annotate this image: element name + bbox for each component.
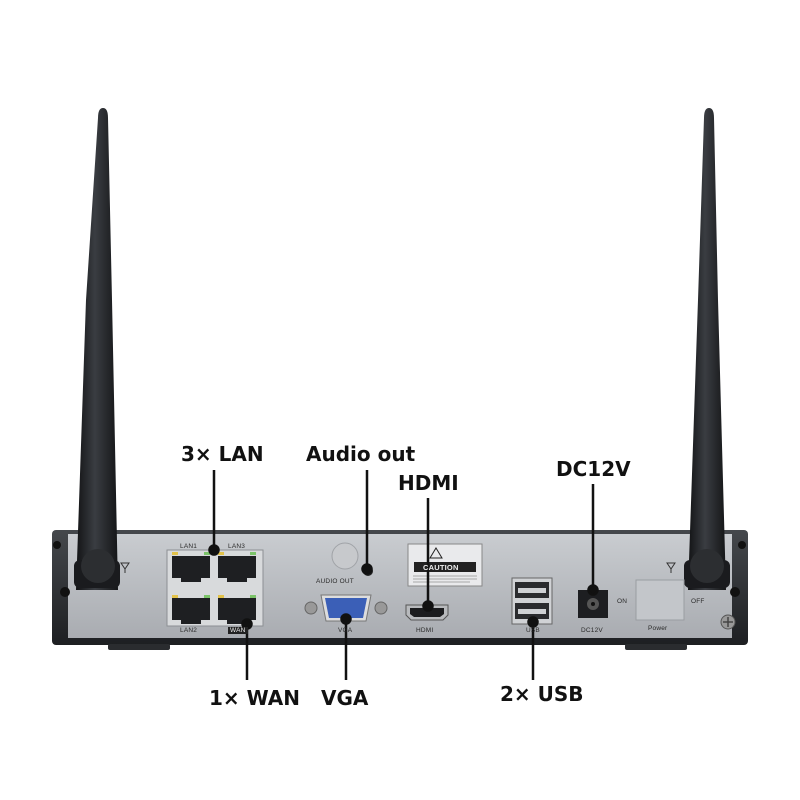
callout-wan: 1× WAN [209, 686, 301, 710]
label-lan3: LAN3 [228, 543, 246, 550]
power-switch [635, 579, 685, 621]
antenna-icon [120, 562, 676, 573]
callout-usb: 2× USB [500, 682, 584, 706]
callout-lines [208, 470, 599, 680]
vga-port [304, 594, 388, 622]
antenna-left [74, 108, 120, 590]
callout-lan: 3× LAN [181, 442, 264, 466]
antenna-right [684, 108, 730, 590]
usb-ports [511, 577, 553, 625]
label-on: ON [617, 598, 628, 605]
label-lan1: LAN1 [180, 543, 198, 550]
hdmi-port [405, 604, 449, 621]
label-vga: VGA [338, 627, 353, 634]
label-audio-out: AUDIO OUT [316, 578, 354, 585]
ethernet-ports [166, 549, 264, 627]
label-lan2: LAN2 [180, 627, 198, 634]
callout-hdmi: HDMI [398, 471, 459, 495]
ground-icon [720, 614, 736, 630]
label-caution: CAUTION [423, 563, 459, 572]
label-wan: WAN [228, 627, 248, 634]
label-off: OFF [691, 598, 705, 605]
callout-vga: VGA [321, 686, 369, 710]
callout-dc12v: DC12V [556, 457, 631, 481]
label-dc12v: DC12V [581, 627, 603, 634]
callout-audio-out: Audio out [306, 442, 416, 466]
caution-label [407, 543, 483, 587]
label-hdmi: HDMI [416, 627, 434, 634]
label-power: Power [648, 625, 668, 632]
label-usb: USB [526, 627, 540, 634]
